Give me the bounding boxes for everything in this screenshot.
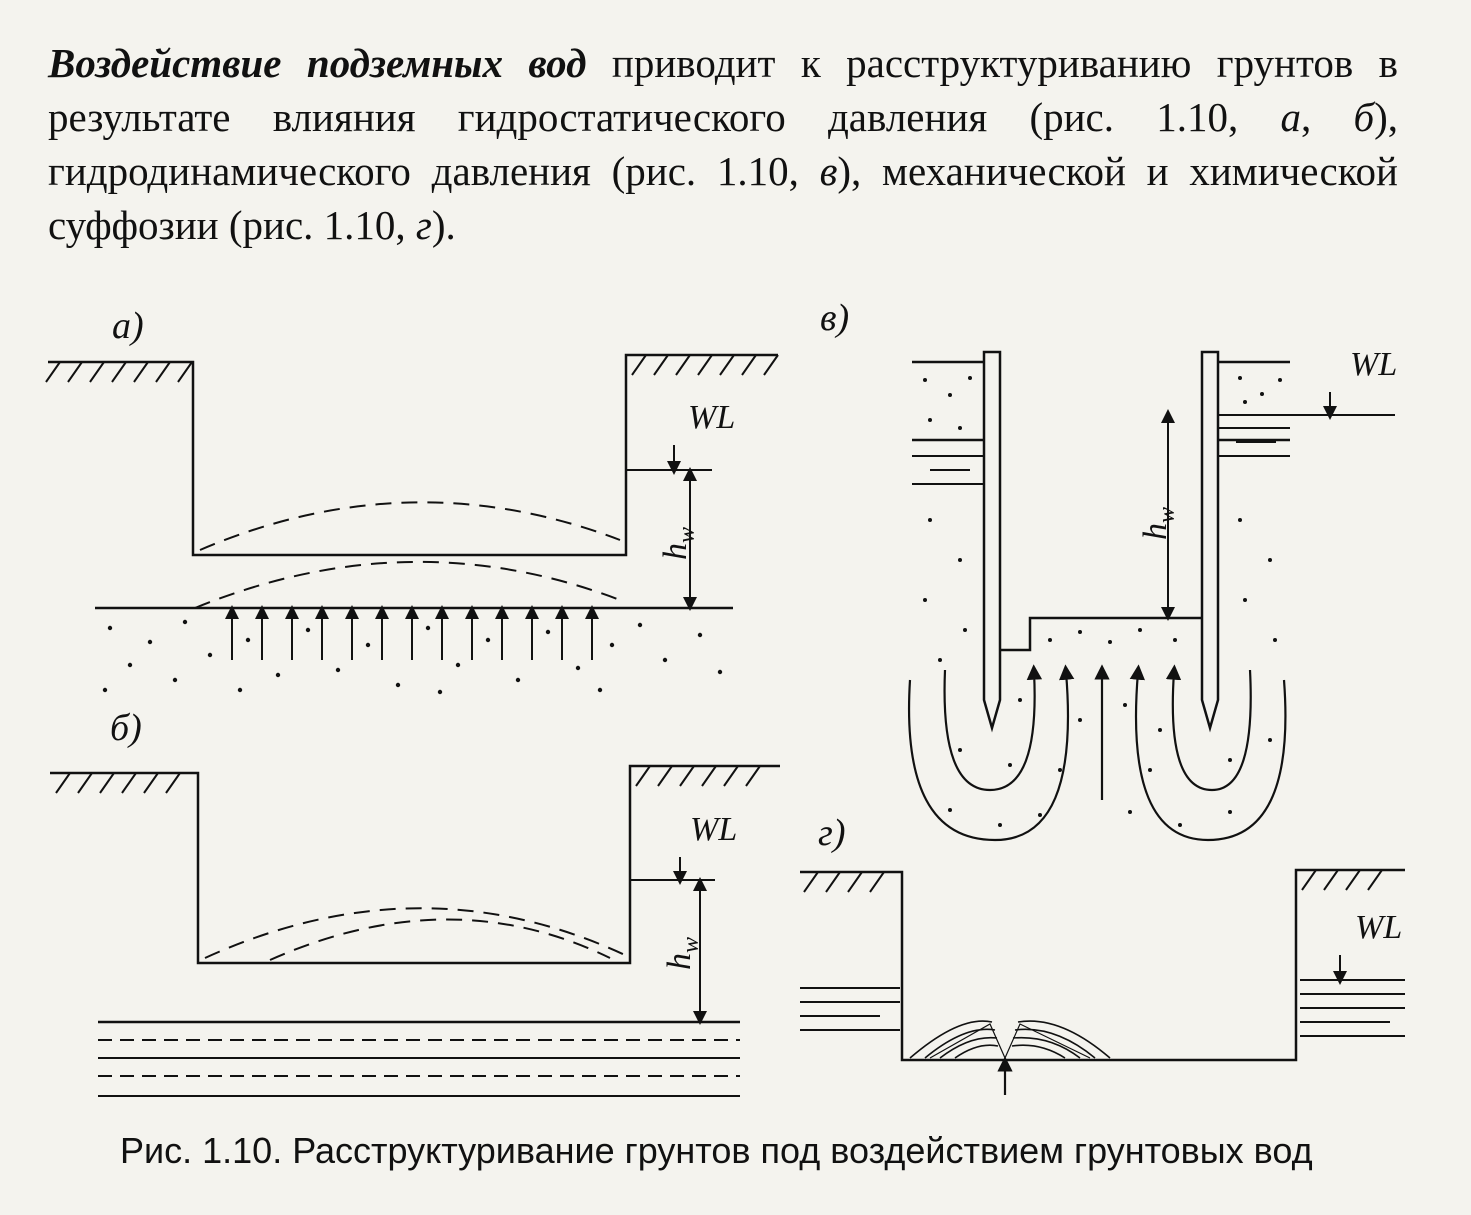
panel-v-label: в) bbox=[820, 297, 849, 339]
panel-v-wl-label: WL bbox=[1350, 346, 1397, 383]
panel-b-heave-line-lower bbox=[269, 918, 611, 961]
panel-a-label: а) bbox=[112, 305, 144, 347]
panel-b-water-lines bbox=[98, 1039, 740, 1097]
panel-g-label: г) bbox=[818, 812, 845, 854]
ref-b: б bbox=[1353, 94, 1375, 140]
panel-a-pit-outline bbox=[48, 353, 778, 557]
ref-g: г bbox=[415, 202, 432, 248]
panel-a-heave-line-upper bbox=[199, 501, 621, 551]
panel-b-wl-label: WL bbox=[690, 811, 737, 848]
panel-v-sand-dots bbox=[923, 376, 1282, 827]
panel-v-sheet-pile-left bbox=[982, 350, 1002, 733]
paragraph-text-2: , bbox=[1300, 94, 1354, 140]
panel-a-hatch bbox=[45, 354, 779, 383]
panel-g-wl-label: WL bbox=[1355, 909, 1402, 946]
paragraph-text-1: приводит к расструктуриванию грунтов в р… bbox=[48, 40, 1399, 140]
panel-a: а) bbox=[45, 305, 779, 695]
panel-v-sheet-pile-right bbox=[1200, 350, 1220, 733]
panel-v-water-dashes bbox=[912, 427, 1290, 485]
panel-g-hatch bbox=[803, 869, 1383, 893]
panel-b-hatch bbox=[55, 765, 761, 794]
intro-paragraph: Воздействие подземных вод приводит к рас… bbox=[48, 36, 1398, 252]
panel-v-flow-lines bbox=[908, 664, 1287, 842]
panel-v-excavation-bottom bbox=[1000, 616, 1202, 652]
panel-a-hw-label: hw bbox=[657, 527, 700, 560]
panel-b-label: б) bbox=[110, 707, 142, 749]
panel-g-pit-outline bbox=[800, 868, 1405, 1062]
panel-b-heave-line-upper bbox=[204, 907, 626, 959]
panel-a-heave-line-lower bbox=[194, 560, 621, 609]
paragraph-text-5: ). bbox=[431, 202, 456, 248]
panel-b-hw-label: hw bbox=[661, 937, 704, 970]
panel-b-pit-outline bbox=[50, 764, 780, 965]
ref-a: а bbox=[1280, 94, 1301, 140]
figure-caption: Рис. 1.10. Расструктуривание грунтов под… bbox=[120, 1130, 1313, 1171]
paragraph-text-3: ), гидродинамического давления (рис. 1.1… bbox=[48, 94, 1399, 194]
ref-v: в bbox=[819, 148, 838, 194]
paragraph-text-4: ), механической и химической суффозии (р… bbox=[48, 148, 1398, 248]
panel-g-suffosion-mound bbox=[909, 1020, 1111, 1095]
panel-v: в) bbox=[820, 297, 1395, 842]
panel-b: б) bbox=[50, 707, 780, 1097]
panel-a-wl-label: WL bbox=[688, 399, 735, 436]
panel-g: г) bbox=[800, 812, 1405, 1095]
paragraph-lead: Воздействие подземных вод bbox=[48, 40, 587, 86]
panel-v-hw-label: hw bbox=[1137, 507, 1180, 540]
panel-g-water-lines bbox=[800, 987, 1405, 1037]
panel-a-pressure-arrows bbox=[225, 605, 599, 660]
panel-a-sand-dots bbox=[102, 619, 723, 695]
